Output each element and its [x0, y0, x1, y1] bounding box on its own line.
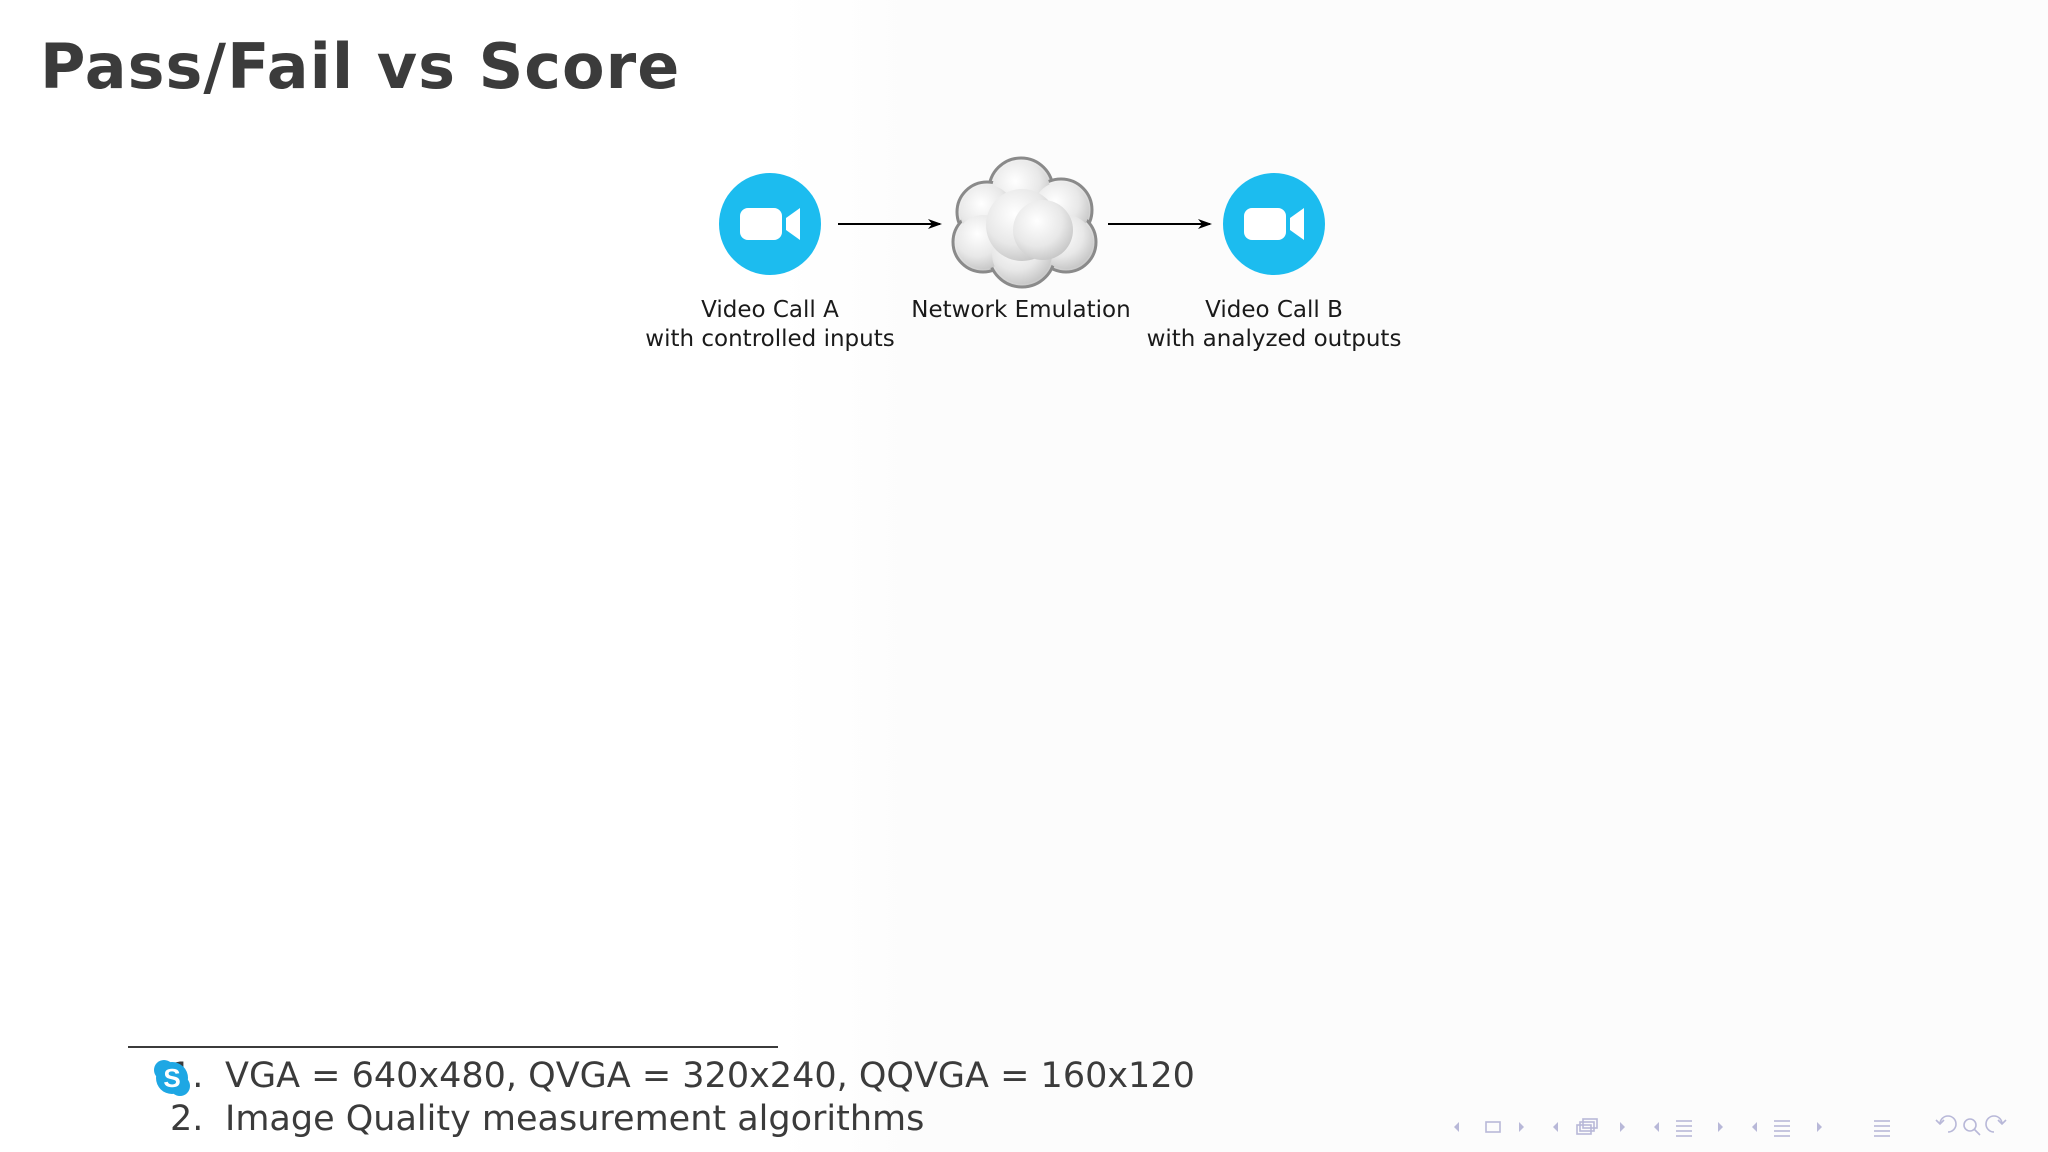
- footnote-2: 2. Image Quality measurement algorithms: [170, 1098, 1195, 1141]
- nav-next-slide-icon[interactable]: [1620, 1122, 1625, 1132]
- network-emulation-label: Network Emulation: [911, 296, 1130, 325]
- nav-subsection-icon[interactable]: [1774, 1120, 1790, 1137]
- svg-text:S: S: [163, 1063, 180, 1093]
- nav-frame-icon[interactable]: [1485, 1121, 1501, 1133]
- video-camera-icon: [740, 208, 800, 240]
- footnote-1: 1.VGA = 640x480, QVGA = 320x240, QQVGA =…: [170, 1055, 1195, 1098]
- nav-next-subsection-icon[interactable]: [1817, 1122, 1822, 1132]
- footnote-1-text: VGA = 640x480, QVGA = 320x240, QQVGA = 1…: [225, 1056, 1195, 1096]
- footnotes: 1.VGA = 640x480, QVGA = 320x240, QQVGA =…: [170, 1055, 1195, 1141]
- nav-prev-subsection-icon[interactable]: [1752, 1122, 1757, 1132]
- footnote-rule: [128, 1046, 778, 1048]
- nav-prev-slide-icon[interactable]: [1553, 1122, 1558, 1132]
- network-emulation-label-line1: Network Emulation: [911, 297, 1131, 323]
- nav-section-icon[interactable]: [1676, 1120, 1692, 1137]
- nav-next-frame-icon[interactable]: [1519, 1122, 1524, 1132]
- video-call-a-node: [719, 173, 821, 275]
- nav-search-icon[interactable]: [1963, 1118, 1981, 1136]
- beamer-navigation-bar: [1454, 1115, 2007, 1137]
- nav-slide-icon[interactable]: [1576, 1118, 1598, 1135]
- video-call-b-node: [1223, 173, 1325, 275]
- nav-prev-frame-icon[interactable]: [1454, 1122, 1459, 1132]
- video-camera-icon: [1244, 208, 1304, 240]
- nav-toc-icon[interactable]: [1874, 1120, 1890, 1137]
- video-call-b-label-line2: with analyzed outputs: [1146, 326, 1402, 352]
- footnote-2-text: Image Quality measurement algorithms: [225, 1099, 925, 1139]
- video-call-b-label: Video Call B with analyzed outputs: [1147, 296, 1402, 354]
- video-call-b-label-line1: Video Call B: [1205, 297, 1343, 323]
- cloud-icon: [951, 156, 1098, 289]
- video-call-a-label-line2: with controlled inputs: [645, 326, 895, 352]
- pipeline-diagram: [719, 156, 1325, 289]
- footnote-2-number: 2.: [170, 1099, 204, 1139]
- nav-back-icon[interactable]: [1935, 1115, 1957, 1133]
- video-call-a-label: Video Call A with controlled inputs: [645, 296, 894, 354]
- skype-icon[interactable]: S: [153, 1059, 191, 1097]
- nav-prev-section-icon[interactable]: [1654, 1122, 1659, 1132]
- nav-forward-icon[interactable]: [1985, 1115, 2007, 1133]
- nav-next-section-icon[interactable]: [1718, 1122, 1723, 1132]
- slide-title: Pass/Fail vs Score: [40, 30, 681, 103]
- video-call-a-label-line1: Video Call A: [701, 297, 839, 323]
